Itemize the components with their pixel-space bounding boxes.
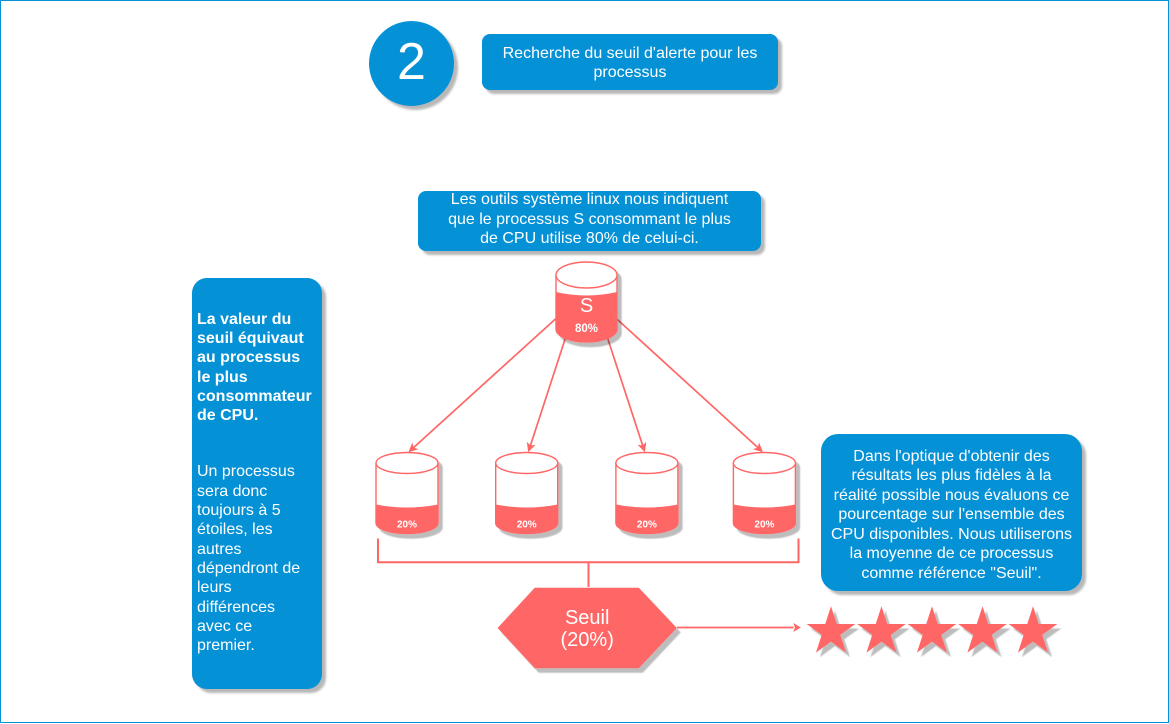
svg-text:20%: 20%	[754, 519, 774, 530]
svg-text:S: S	[580, 295, 593, 317]
svg-text:20%: 20%	[397, 519, 417, 530]
svg-text:20%: 20%	[517, 519, 537, 530]
svg-text:Seuil: Seuil	[565, 607, 609, 629]
svg-text:20%: 20%	[637, 519, 657, 530]
svg-text:80%: 80%	[575, 323, 598, 335]
svg-text:(20%): (20%)	[561, 629, 614, 651]
